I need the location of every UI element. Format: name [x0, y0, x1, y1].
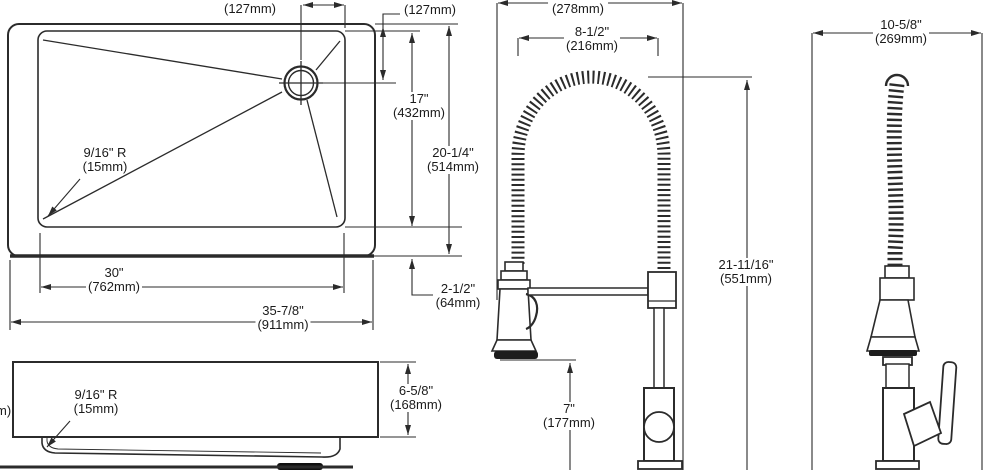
dim-mm: (762mm)	[87, 279, 141, 294]
dim-mm: (64mm)	[435, 295, 481, 310]
dim-mm: (432mm)	[392, 105, 446, 120]
spring-coil-side	[886, 83, 905, 266]
spray-head-front	[490, 261, 539, 359]
dim-mm: (911mm)	[257, 317, 309, 332]
dim-mm: (216mm)	[565, 38, 619, 53]
dim-inches: 30"	[104, 265, 124, 280]
dim-label-faucet-width: 10-15/16" (278mm)	[548, 0, 608, 16]
dim-mm: (177mm)	[542, 415, 596, 430]
dim-label-overall-front-to-back: 20-1/4" (514mm)	[424, 145, 482, 174]
dim-inches: 9/16" R	[83, 145, 127, 160]
dim-label-spray-height: 7" (177mm)	[540, 401, 598, 430]
faucet-side-view	[865, 73, 958, 470]
dim-inches: 7"	[563, 401, 575, 416]
dim-inches: 17"	[409, 91, 429, 106]
sink-side-view	[0, 361, 379, 470]
dim-label-spring-width: 8-1/2" (216mm)	[563, 24, 621, 53]
dim-label-corner-radius-side: 9/16" R (15mm)	[72, 388, 121, 416]
extension-lines	[9, 3, 983, 470]
coil-top-cap	[884, 73, 910, 87]
dim-mm: (127mm)	[223, 1, 277, 16]
dim-inches: 5"	[404, 0, 456, 3]
dim-inches: 10-5/8"	[880, 17, 922, 32]
dim-label-corner-radius-top: 9/16" R (15mm)	[81, 146, 130, 174]
dim-label-drain-offset-y: 5" (127mm)	[401, 0, 459, 17]
dim-mm: (127mm)	[403, 2, 457, 17]
faucet-body-front	[637, 271, 683, 470]
drain-outline	[279, 61, 323, 105]
dim-inches: 10-15/16"	[550, 0, 606, 2]
dim-inches: 20-1/4"	[432, 145, 474, 160]
dim-inches: 9/16" R	[74, 387, 118, 402]
dim-inches: 8-1/2"	[574, 24, 610, 39]
sink-top-view	[7, 23, 376, 258]
dim-mm: (15mm)	[73, 401, 119, 416]
dim-label-faucet-depth: 10-5/8" (269mm)	[872, 17, 930, 46]
spring-coil-front	[511, 70, 671, 272]
dim-label-front-rim: 2-1/2" (64mm)	[433, 281, 483, 310]
dim-mm: (514mm)	[426, 159, 480, 174]
handle-joint	[902, 400, 943, 448]
dim-inches: 5"	[224, 0, 276, 2]
dim-label-bowl-front-to-back: 17" (432mm)	[390, 91, 448, 120]
dim-mm: (551mm)	[719, 271, 773, 286]
dim-mm: (269mm)	[874, 31, 928, 46]
faucet-body-side	[875, 356, 958, 470]
dim-mm: (15mm)	[82, 159, 128, 174]
dim-label-sink-height: 6-5/8" (168mm)	[387, 383, 445, 412]
dim-mm: (278mm)	[551, 1, 604, 16]
dim-label-drain-offset-x: 5" (127mm)	[221, 0, 279, 16]
support-bar	[527, 287, 649, 296]
dim-label-faucet-height: 21-11/16" (551mm)	[716, 257, 776, 286]
faucet-front-view	[490, 70, 683, 470]
dimension-lines	[11, 0, 981, 470]
spray-head-side	[865, 265, 921, 356]
dim-inches: 21-11/16"	[718, 257, 774, 272]
dim-label-bowl-width: 30" (762mm)	[85, 265, 143, 294]
dim-label-overall-width: 35-7/8" (911mm)	[255, 303, 311, 332]
dim-inches: 35-7/8"	[262, 303, 304, 318]
dim-inches: 2-1/2"	[440, 281, 476, 296]
clipped-label-fragment: m)	[0, 403, 12, 418]
bowl-slope-lines	[42, 39, 341, 220]
handle-lever	[937, 361, 958, 445]
dim-mm: (168mm)	[389, 397, 443, 412]
dim-inches: 6-5/8"	[398, 383, 434, 398]
